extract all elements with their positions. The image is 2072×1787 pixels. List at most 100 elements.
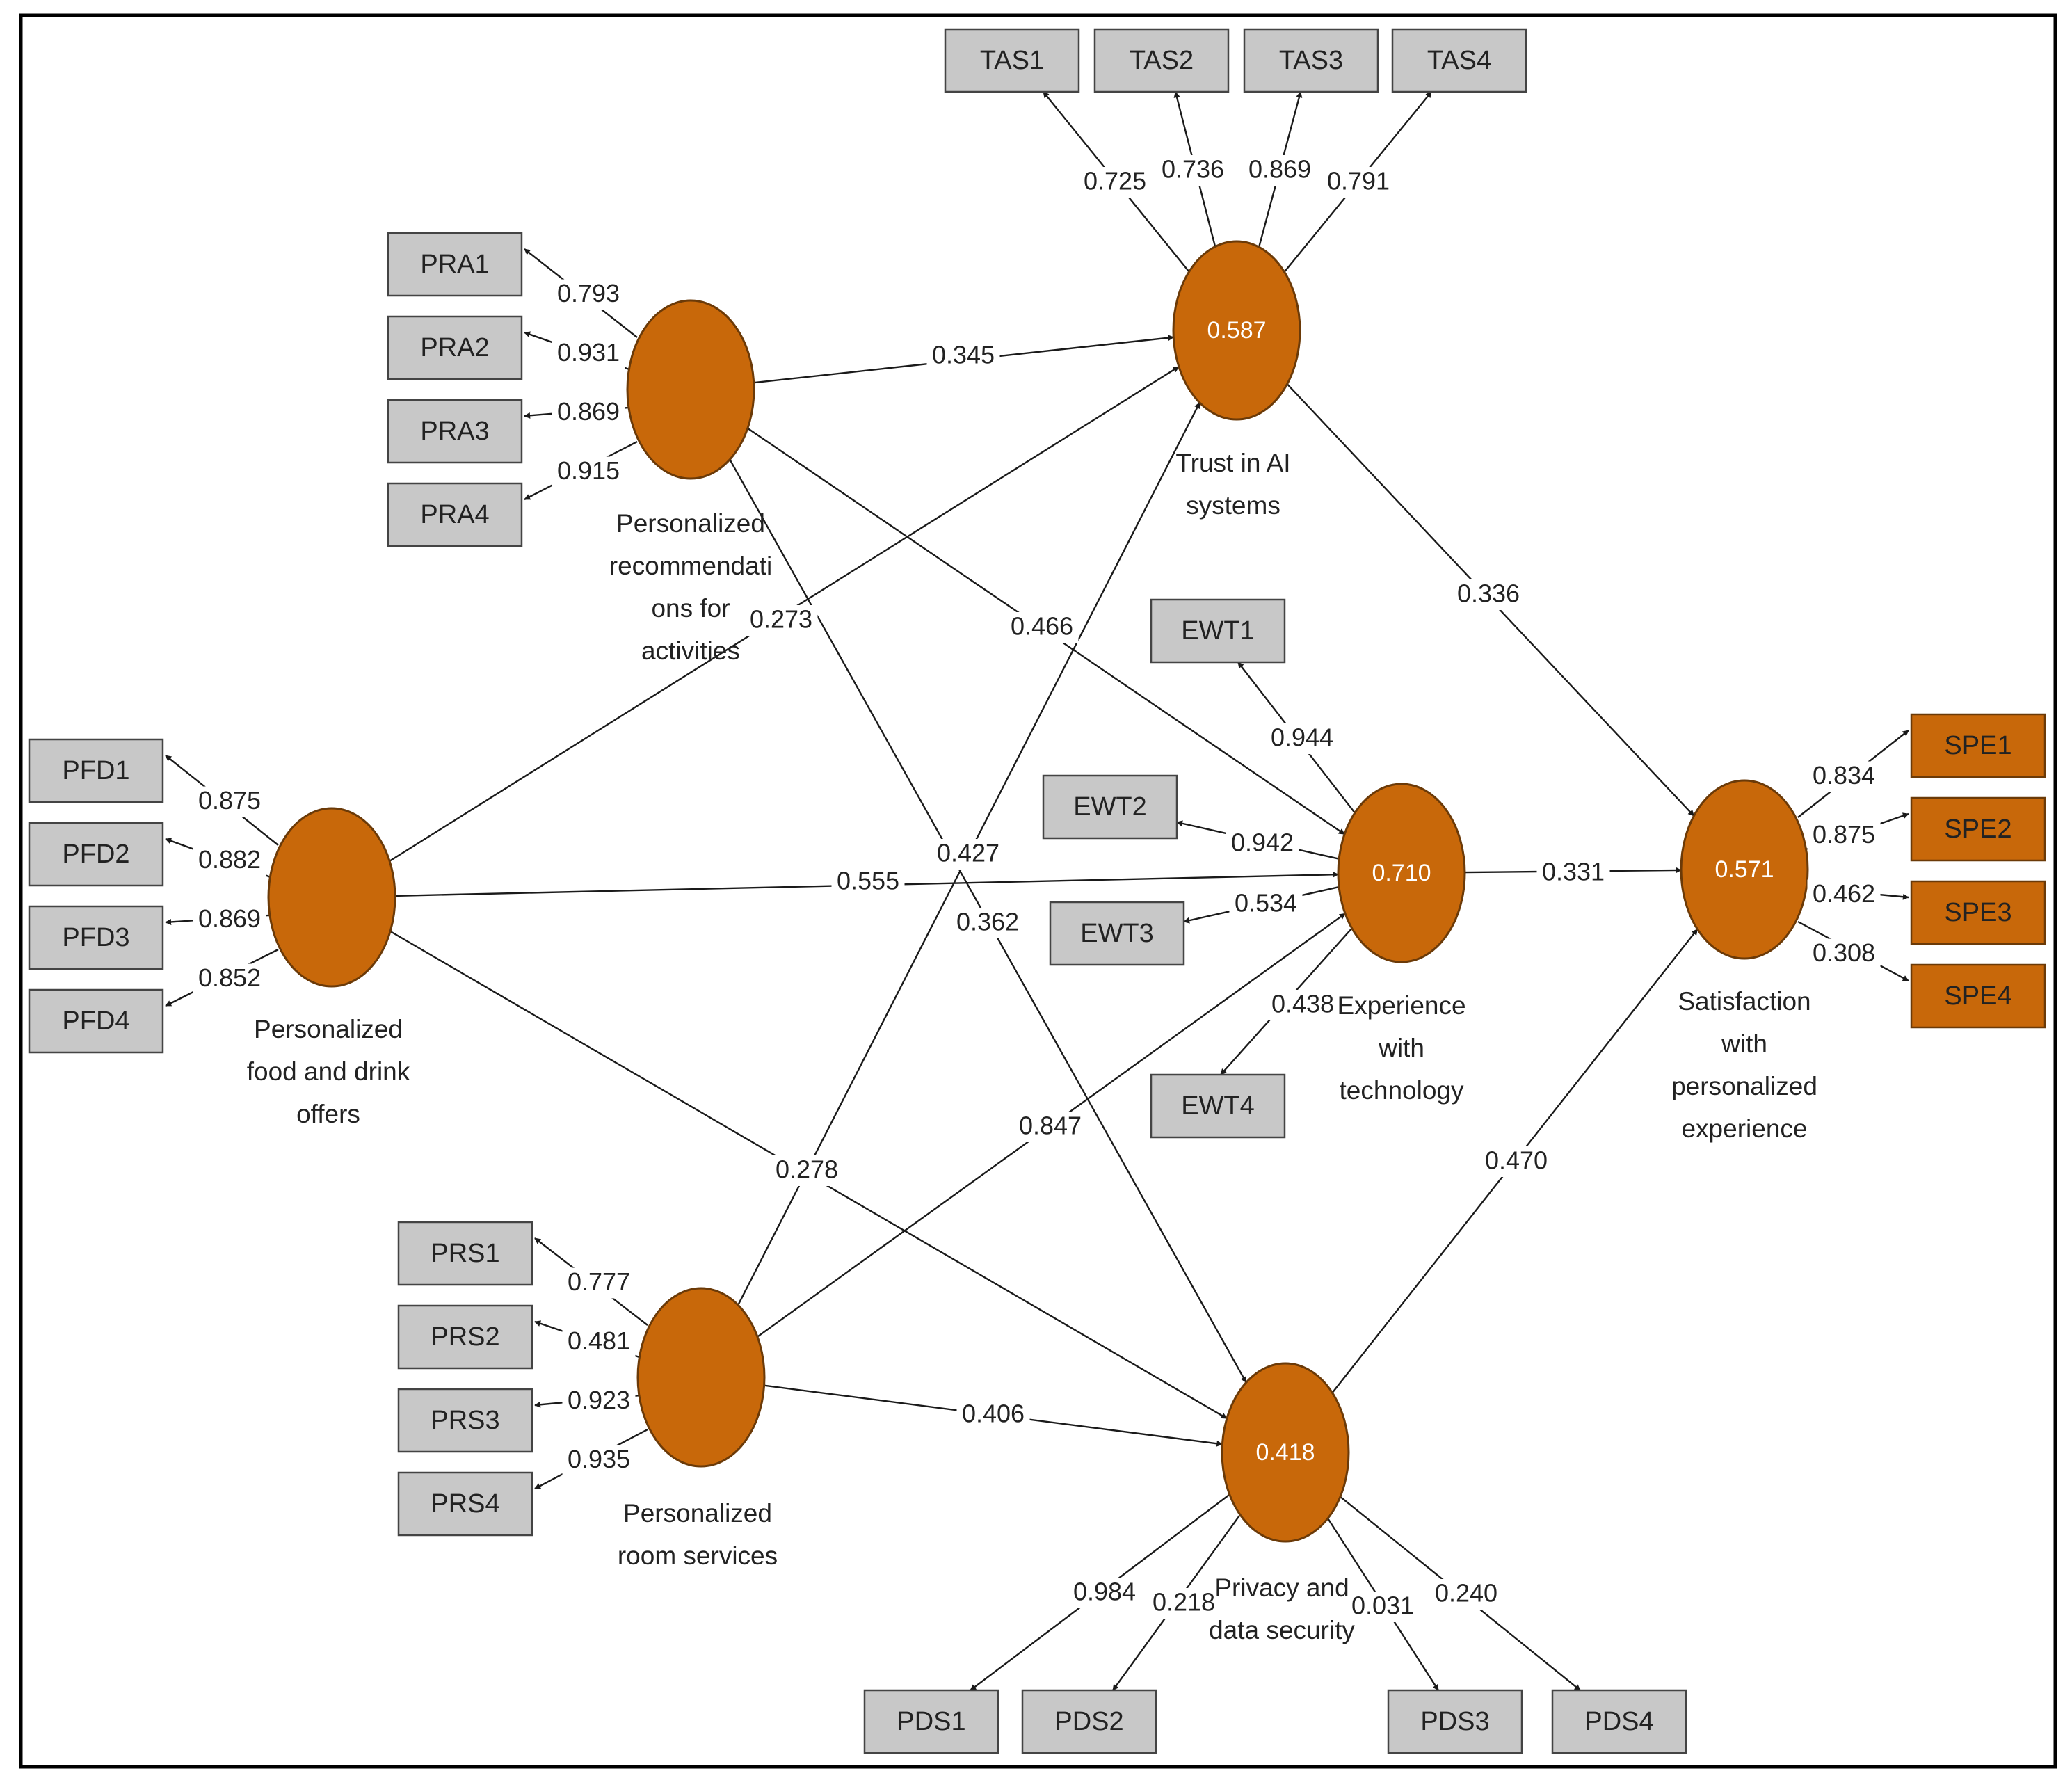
indicator-box-pra4	[387, 482, 523, 547]
loading-value-pfd2: 0.882	[198, 845, 261, 874]
indicator-box-ewt2	[1042, 774, 1178, 840]
latent-label-pra-line-4: activities	[641, 636, 740, 665]
loading-value-pds1: 0.984	[1073, 1578, 1136, 1606]
indicator-box-prs3	[397, 1388, 533, 1453]
indicator-label-prs1: PRS1	[431, 1239, 499, 1268]
latent-label-pra-line-3: ons for	[651, 594, 730, 623]
latent-label-prs-line-1: Personalized	[623, 1499, 772, 1528]
indicator-label-pds2: PDS2	[1054, 1707, 1123, 1736]
loading-value-ewt2-bg	[1226, 828, 1299, 859]
indicator-box-tas4	[1391, 28, 1527, 93]
latent-tas	[1172, 240, 1301, 421]
loading-value-spe1: 0.834	[1813, 761, 1875, 790]
diagram-frame	[19, 13, 2057, 1769]
loading-value-ewt4-bg	[1266, 990, 1340, 1020]
indicator-label-spe2: SPE2	[1944, 815, 2011, 844]
loading-value-pds2-bg	[1147, 1588, 1221, 1619]
indicator-box-pds2	[1021, 1689, 1157, 1754]
r-squared-spe: 0.571	[1714, 856, 1774, 883]
indicator-box-ewt1	[1150, 598, 1286, 664]
indicator-label-spe4: SPE4	[1944, 981, 2011, 1011]
loading-value-tas3-bg	[1243, 155, 1317, 186]
indicator-label-spe1: SPE1	[1944, 731, 2011, 760]
loading-value-tas1: 0.725	[1084, 167, 1146, 195]
loading-value-spe4: 0.308	[1813, 938, 1875, 967]
indicator-box-pds3	[1387, 1689, 1523, 1754]
path-coef-pds-spe: 0.470	[1485, 1146, 1548, 1175]
latent-label-pfd-line-3: offers	[296, 1100, 360, 1128]
path-coef-prs-ewt-bg	[1013, 1112, 1087, 1142]
path-coef-prs-tas: 0.427	[937, 839, 999, 867]
loading-value-ewt3-bg	[1229, 889, 1303, 920]
loading-value-prs3: 0.923	[568, 1386, 630, 1414]
loading-value-tas2: 0.736	[1162, 155, 1224, 184]
indicator-box-pfd4	[28, 988, 164, 1054]
loading-value-pds4: 0.240	[1435, 1579, 1497, 1608]
latent-label-ewt-line-2: with	[1378, 1034, 1424, 1062]
path-coef-ewt-spe-bg	[1536, 858, 1610, 888]
path-coef-pra-ewt-bg	[1005, 612, 1079, 643]
indicator-label-ewt4: EWT4	[1181, 1091, 1255, 1121]
r-squared-pds: 0.418	[1255, 1439, 1315, 1466]
indicator-box-spe1	[1910, 713, 2046, 778]
path-coef-prs-pds: 0.406	[962, 1400, 1025, 1428]
path-coef-prs-ewt: 0.847	[1019, 1112, 1082, 1140]
loading-value-spe3: 0.462	[1813, 879, 1875, 908]
indicator-label-prs2: PRS2	[431, 1322, 499, 1352]
indicator-box-spe2	[1910, 796, 2046, 862]
latent-pra	[626, 299, 755, 480]
loading-value-prs3-bg	[562, 1386, 636, 1417]
loading-value-pfd2-bg	[193, 845, 266, 876]
loading-value-pfd4-bg	[193, 963, 266, 995]
r-squared-ewt: 0.710	[1372, 860, 1431, 886]
loading-value-prs4: 0.935	[568, 1445, 630, 1473]
loading-value-spe2: 0.875	[1813, 820, 1875, 849]
loading-value-pfd3-bg	[193, 904, 266, 936]
loading-value-tas4: 0.791	[1327, 167, 1390, 195]
indicator-box-tas3	[1243, 28, 1379, 93]
path-coef-pfd-ewt-bg	[831, 867, 905, 897]
latent-prs	[636, 1287, 766, 1468]
latent-label-spe-line-4: experience	[1681, 1114, 1807, 1143]
path-coef-pra-pds-bg	[951, 908, 1025, 938]
loading-value-ewt2: 0.942	[1231, 828, 1294, 857]
loading-value-ewt3: 0.534	[1235, 889, 1297, 917]
loading-value-prs4-bg	[562, 1445, 636, 1476]
path-coef-pfd-ewt: 0.555	[837, 867, 899, 895]
loading-value-spe4-bg	[1807, 938, 1881, 970]
indicator-label-pds4: PDS4	[1584, 1707, 1653, 1736]
loading-value-pra2-bg	[552, 338, 625, 369]
indicator-label-tas1: TAS1	[980, 46, 1044, 75]
loading-value-spe2-bg	[1807, 820, 1881, 851]
latent-label-spe-line-2: with	[1721, 1029, 1767, 1058]
latent-label-pds-line-2: data security	[1209, 1616, 1355, 1644]
loading-value-prs1-bg	[562, 1267, 636, 1299]
indicator-label-ewt1: EWT1	[1181, 616, 1255, 646]
latent-label-spe-line-3: personalized	[1671, 1072, 1817, 1100]
latent-pds	[1221, 1362, 1350, 1543]
latent-label-pra-line-1: Personalized	[616, 509, 765, 538]
loading-value-pds2: 0.218	[1153, 1588, 1215, 1617]
indicator-label-tas3: TAS3	[1279, 46, 1343, 75]
indicator-label-ewt3: EWT3	[1080, 919, 1154, 948]
path-coef-ewt-spe: 0.331	[1542, 858, 1605, 886]
loading-value-pra3: 0.869	[557, 397, 620, 426]
loading-value-prs1: 0.777	[568, 1267, 630, 1296]
indicator-label-prs3: PRS3	[431, 1406, 499, 1435]
indicator-label-pds3: PDS3	[1420, 1707, 1489, 1736]
loading-value-spe1-bg	[1807, 761, 1881, 792]
loading-value-ewt1-bg	[1265, 723, 1339, 754]
latent-spe	[1680, 779, 1809, 960]
loading-value-pra2: 0.931	[557, 338, 620, 367]
latent-label-pra-line-2: recommendati	[609, 552, 772, 580]
indicator-box-tas1	[944, 28, 1080, 93]
latent-pfd	[267, 807, 396, 988]
loading-value-pra4-bg	[552, 456, 625, 488]
loading-value-prs2: 0.481	[568, 1327, 630, 1355]
indicator-box-ewt3	[1049, 901, 1185, 966]
path-coef-pfd-pds: 0.278	[776, 1155, 838, 1184]
path-coef-pfd-tas-bg	[744, 605, 818, 636]
path-coef-prs-pds-bg	[956, 1400, 1030, 1430]
indicator-box-pfd2	[28, 822, 164, 887]
